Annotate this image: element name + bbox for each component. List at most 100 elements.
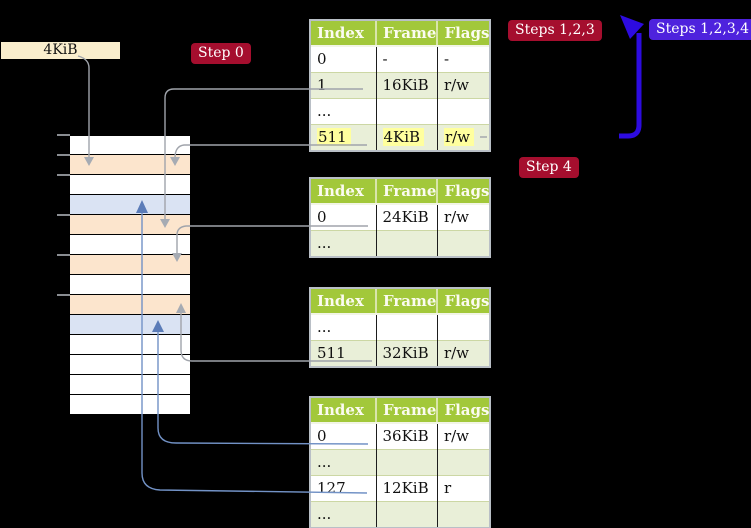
table-cell bbox=[375, 97, 438, 124]
column-header-index: Index bbox=[311, 398, 376, 424]
column-header-frame: Frame bbox=[374, 289, 438, 315]
physical-memory-column bbox=[70, 135, 190, 415]
table-cell bbox=[375, 500, 438, 527]
table-cell: 16KiB bbox=[375, 71, 438, 98]
column-header-index: Index bbox=[311, 289, 376, 315]
table-cell: r/w bbox=[436, 422, 490, 449]
memory-frame-7 bbox=[70, 275, 190, 295]
table-cell bbox=[436, 500, 490, 527]
memory-frame-12 bbox=[70, 375, 190, 395]
column-header-flags: Flags bbox=[436, 289, 490, 315]
table-row: ... bbox=[311, 500, 490, 527]
tick-mark bbox=[57, 154, 70, 156]
table-cell: 127 bbox=[311, 474, 376, 501]
column-header-flags: Flags bbox=[436, 398, 490, 424]
table-cell: 0 bbox=[311, 422, 376, 449]
memory-frame-11 bbox=[70, 355, 190, 375]
column-header-index: Index bbox=[311, 21, 376, 47]
table-cell bbox=[436, 313, 490, 340]
table-cell: r/w bbox=[436, 71, 490, 98]
column-header-frame: Frame bbox=[374, 398, 438, 424]
arrowhead-up-left-icon bbox=[620, 15, 644, 39]
table-cell: 0 bbox=[311, 203, 376, 230]
table-cell: 24KiB bbox=[375, 203, 438, 230]
table-cell: 511 bbox=[311, 339, 376, 366]
tick-mark bbox=[57, 174, 70, 176]
memory-frame-5 bbox=[70, 235, 190, 255]
table-cell: ... bbox=[311, 448, 376, 475]
table-row: 0-- bbox=[311, 45, 490, 72]
table-cell: 511 bbox=[311, 123, 376, 150]
table-cell bbox=[375, 229, 438, 256]
recursion-arrow bbox=[619, 15, 644, 139]
memory-frame-0 bbox=[70, 135, 190, 155]
highlighted-value: 4KiB bbox=[382, 128, 425, 147]
table-row: ... bbox=[311, 448, 490, 475]
table-cell: 36KiB bbox=[375, 422, 438, 449]
column-header-frame: Frame bbox=[374, 21, 438, 47]
tick-mark bbox=[57, 214, 70, 216]
column-header-flags: Flags bbox=[436, 179, 490, 205]
table-row: 511 4KiB r/w bbox=[311, 123, 490, 150]
table-cell: - bbox=[375, 45, 438, 72]
column-header-frame: Frame bbox=[374, 179, 438, 205]
column-header-flags: Flags bbox=[436, 21, 490, 47]
memory-frame-6 bbox=[70, 255, 190, 275]
table-cell: 32KiB bbox=[375, 339, 438, 366]
badge-steps-1-2-3-4: Steps 1,2,3,4 bbox=[649, 19, 751, 40]
table-cell: 1 bbox=[311, 71, 376, 98]
memory-frame-13 bbox=[70, 395, 190, 415]
table-cell bbox=[375, 448, 438, 475]
table-cell: ... bbox=[311, 500, 376, 527]
highlighted-value: r/w bbox=[443, 128, 475, 147]
table-cell: r/w bbox=[436, 123, 490, 150]
memory-frame-4 bbox=[70, 215, 190, 235]
memory-frame-2 bbox=[70, 175, 190, 195]
badge-step-4: Step 4 bbox=[519, 157, 579, 178]
table-cell bbox=[436, 448, 490, 475]
tick-mark bbox=[57, 254, 70, 256]
memory-frame-9 bbox=[70, 315, 190, 335]
memory-frame-1 bbox=[70, 155, 190, 175]
table-cell: r/w bbox=[436, 203, 490, 230]
recursion-arrow-shaft bbox=[619, 33, 642, 139]
tick-mark bbox=[57, 134, 70, 136]
table-row: ... bbox=[311, 313, 490, 340]
page-size-label: 4KiB bbox=[1, 42, 120, 59]
memory-frame-8 bbox=[70, 295, 190, 315]
table-cell: ... bbox=[311, 229, 376, 256]
table-cell bbox=[436, 229, 490, 256]
table-cell: - bbox=[436, 45, 490, 72]
table-cell: ... bbox=[311, 97, 376, 124]
table-cell: 4KiB bbox=[375, 123, 438, 150]
table-cell bbox=[375, 313, 438, 340]
table-row: ... bbox=[311, 97, 490, 124]
table-cell: ... bbox=[311, 313, 376, 340]
column-header-index: Index bbox=[311, 179, 376, 205]
badge-steps-1-2-3: Steps 1,2,3 bbox=[508, 20, 602, 41]
table-cell: 12KiB bbox=[375, 474, 438, 501]
table-cell: r bbox=[436, 474, 490, 501]
table-cell: 0 bbox=[311, 45, 376, 72]
tick-mark bbox=[57, 294, 70, 296]
memory-frame-3 bbox=[70, 195, 190, 215]
highlighted-value: 511 bbox=[317, 128, 351, 147]
table-row: ... bbox=[311, 229, 490, 256]
table-cell: r/w bbox=[436, 339, 490, 366]
table-cell bbox=[436, 97, 490, 124]
